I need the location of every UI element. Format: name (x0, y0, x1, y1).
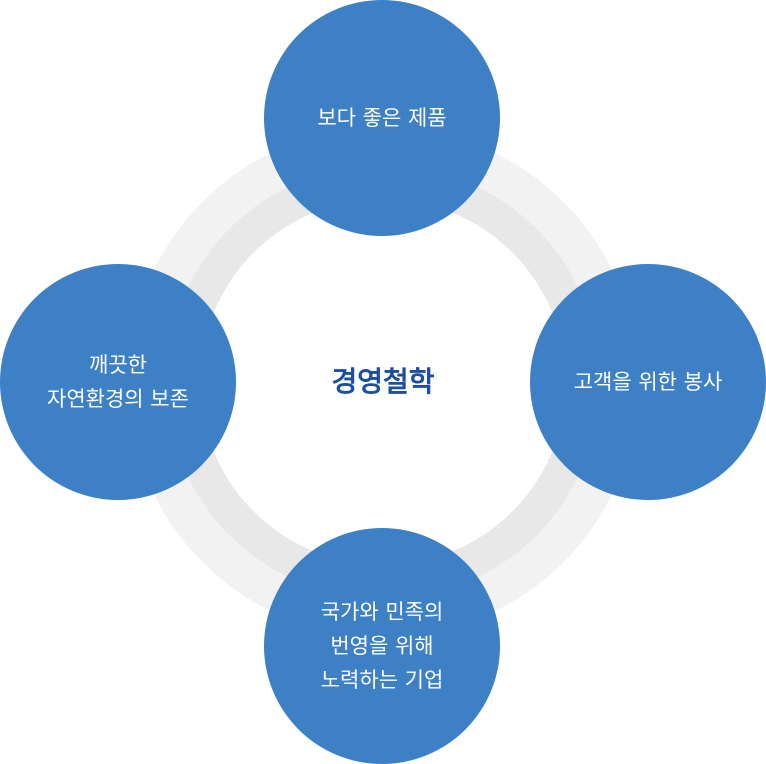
node-customer-service: 고객을 위한 봉사 (530, 264, 766, 500)
node-label: 보다 좋은 제품 (317, 106, 447, 130)
node-better-products: 보다 좋은 제품 (264, 0, 500, 236)
node-label: 깨끗한 자연환경의 보존 (47, 353, 189, 411)
node-national-prosperity: 국가와 민족의 번영을 위해 노력하는 기업 (264, 528, 500, 764)
node-environment-preservation: 깨끗한 자연환경의 보존 (0, 264, 236, 500)
node-label: 국가와 민족의 번영을 위해 노력하는 기업 (320, 600, 444, 692)
node-label: 고객을 위한 봉사 (573, 370, 723, 394)
center-title: 경영철학 (331, 365, 435, 398)
